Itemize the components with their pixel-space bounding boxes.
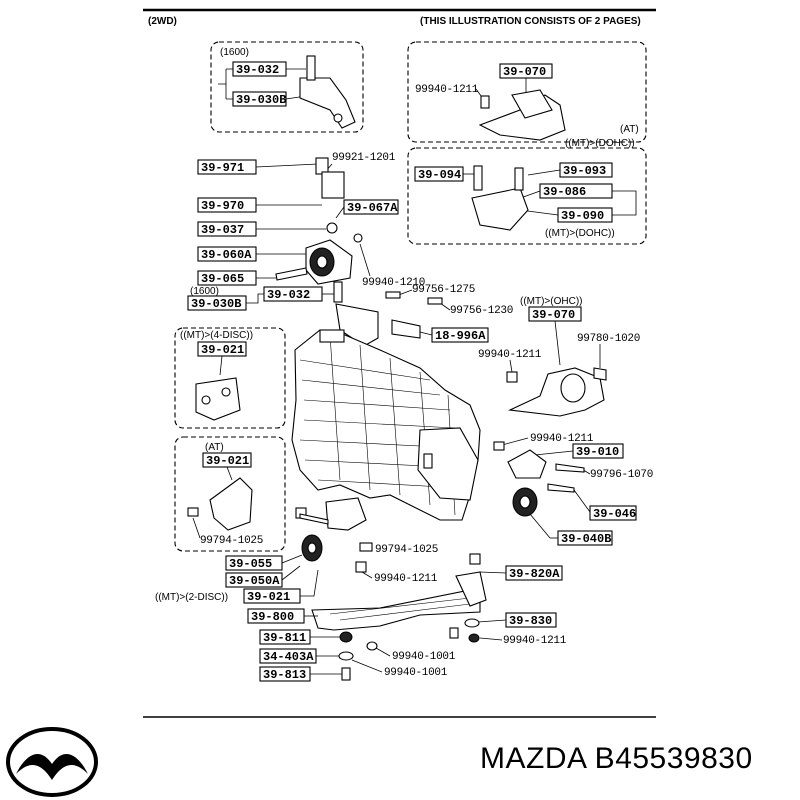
bolt-99794-1025-a: 99794-1025	[200, 535, 263, 547]
part-34-403a-label: 34-403A	[263, 650, 314, 664]
bolt-99756-1230: 99756-1230	[450, 305, 513, 317]
part-39-070-mid-label: 39-070	[532, 308, 575, 322]
bolt-99780-1020: 99780-1020	[577, 333, 640, 345]
note-1600-top: (1600)	[220, 47, 249, 58]
part-39-094-label: 39-094	[418, 168, 461, 182]
part-39-065-label: 39-065	[201, 272, 244, 286]
note-mt-4disc: ((MT)>(4-DISC))	[180, 330, 253, 341]
bolt-99940-1211-b: 99940-1211	[478, 349, 542, 361]
part-39-040b-label: 39-040B	[561, 532, 611, 546]
part-39-030b-top-label: 39-030B	[236, 93, 286, 107]
part-39-037-label: 39-037	[201, 223, 244, 237]
part-39-021-4disc-label: 39-021	[201, 343, 244, 357]
part-39-970-label: 39-970	[201, 199, 244, 213]
part-39-046	[589, 505, 637, 521]
part-39-093-label: 39-093	[563, 164, 606, 178]
bolt-99940-1001-b: 99940-1001	[384, 667, 448, 679]
group-mt-dohc	[407, 147, 647, 245]
part-39-030b-mid-label: 39-030B	[191, 297, 241, 311]
bolt-99940-1211-a: 99940-1211	[415, 84, 479, 96]
part-39-050a-label: 39-050A	[229, 574, 280, 588]
bolt-99940-1211-c: 99940-1211	[530, 433, 594, 445]
pages-note: (THIS ILLUSTRATION CONSISTS OF 2 PAGES)	[420, 16, 641, 27]
bolt-99940-1210: 99940-1210	[362, 277, 425, 289]
part-39-021-at-label: 39-021	[206, 454, 249, 468]
part-39-820a-label: 39-820A	[509, 567, 560, 581]
part-39-032-mid-label: 39-032	[267, 288, 310, 302]
brand-part-number: MAZDA B45539830	[480, 742, 753, 775]
group-at-left	[174, 436, 286, 552]
group-mt-4disc	[174, 327, 286, 429]
part-39-811-label: 39-811	[263, 631, 306, 645]
bolt-99940-1001-a: 99940-1001	[392, 651, 456, 663]
part-39-971-label: 39-971	[201, 161, 244, 175]
note-at: (AT)	[620, 124, 639, 135]
note-mt-dohc-top: ((MT)>(DOHC))	[565, 138, 635, 149]
group-at-dohc	[407, 41, 647, 143]
note-mt-2disc: ((MT)>(2-DISC))	[155, 592, 228, 603]
part-39-090-label: 39-090	[561, 209, 604, 223]
drive-type-label: (2WD)	[148, 16, 177, 27]
part-39-010-label: 39-010	[576, 445, 619, 459]
part-39-060a-label: 39-060A	[201, 248, 252, 262]
bolt-99756-1275: 99756-1275	[412, 284, 475, 296]
part-39-046-label: 39-046	[593, 507, 636, 521]
part-39-055-label: 39-055	[229, 557, 272, 571]
part-39-813-label: 39-813	[263, 668, 306, 682]
bolt-99921-1201: 99921-1201	[332, 152, 396, 164]
part-39-021-2disc-label: 39-021	[247, 590, 290, 604]
part-39-067a-label: 39-067A	[347, 201, 398, 215]
part-39-800-label: 39-800	[251, 610, 294, 624]
part-39-086-label: 39-086	[543, 185, 586, 199]
group-1600-top	[210, 41, 364, 133]
part-39-830-label: 39-830	[509, 614, 552, 628]
mazda-logo-icon	[6, 727, 98, 797]
note-at-left: (AT)	[205, 442, 224, 453]
note-1600-mid: (1600)	[190, 286, 219, 297]
bolt-99940-1211-e: 99940-1211	[503, 635, 567, 647]
bolt-99794-1025-b: 99794-1025	[375, 544, 438, 556]
bolt-99940-1211-d: 99940-1211	[374, 573, 438, 585]
part-39-070-top-label: 39-070	[503, 65, 546, 79]
part-18-996a-label: 18-996A	[435, 329, 486, 343]
crossmember	[311, 589, 481, 631]
bolt-99796-1070: 99796-1070	[590, 469, 653, 481]
note-mt-dohc-bottom: ((MT)>(DOHC))	[545, 228, 615, 239]
part-39-032-top-label: 39-032	[236, 63, 279, 77]
note-mt-ohc: ((MT)>(OHC))	[520, 296, 582, 307]
